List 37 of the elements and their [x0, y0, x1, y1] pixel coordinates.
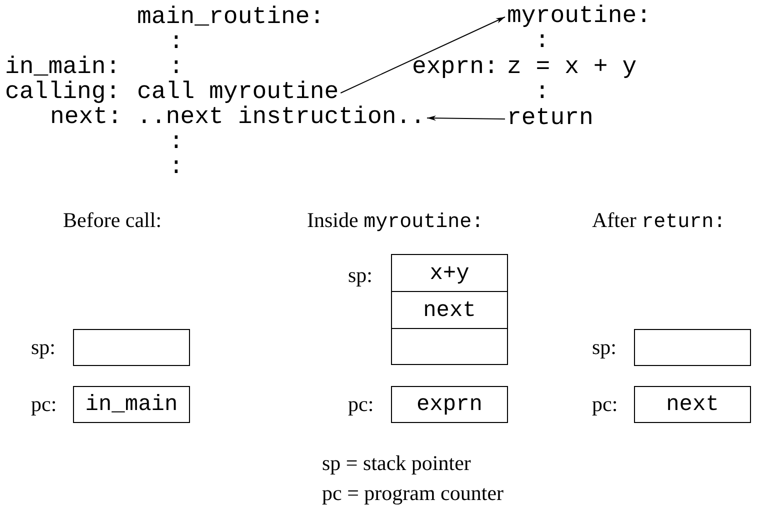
register-box [634, 329, 751, 366]
ellipsis-colon: : [169, 131, 184, 155]
ellipsis-colon: : [169, 31, 184, 55]
ellipsis-colon: : [169, 56, 184, 80]
panel-heading: After return: [592, 208, 726, 235]
ellipsis-colon: : [169, 156, 184, 180]
code-line: ..next instruction.. [137, 106, 426, 130]
legend-note: sp = stack pointer [322, 451, 471, 475]
panel-heading: Before call: [63, 208, 162, 232]
ellipsis-colon: : [535, 81, 550, 105]
arrow [426, 115, 506, 121]
routine-label: main_routine: [137, 6, 324, 30]
code-line: return [507, 107, 594, 131]
code-line: call myroutine [137, 81, 339, 105]
address-label: exprn: [412, 56, 498, 80]
address-label: calling: [5, 81, 120, 105]
register-label: pc: [31, 392, 57, 416]
register-box: next [634, 386, 751, 423]
register-label: pc: [592, 392, 618, 416]
panel-heading: Inside myroutine: [307, 208, 484, 235]
register-box [73, 329, 190, 366]
address-label: in_main: [5, 56, 120, 80]
ellipsis-colon: : [535, 30, 550, 54]
code-line: z = x + y [507, 56, 637, 80]
stack-cell [391, 328, 508, 365]
address-label: next: [50, 106, 122, 130]
legend-note: pc = program counter [322, 481, 504, 505]
register-label: pc: [348, 392, 374, 416]
stack-cell: x+y [391, 254, 508, 292]
register-box: exprn [391, 386, 508, 423]
routine-label: myroutine: [507, 5, 652, 29]
stack-cell: next [391, 291, 508, 329]
arrow [340, 16, 506, 94]
register-label: sp: [592, 335, 617, 359]
register-box: in_main [73, 386, 190, 423]
register-label: sp: [31, 335, 56, 359]
register-label: sp: [348, 263, 373, 287]
